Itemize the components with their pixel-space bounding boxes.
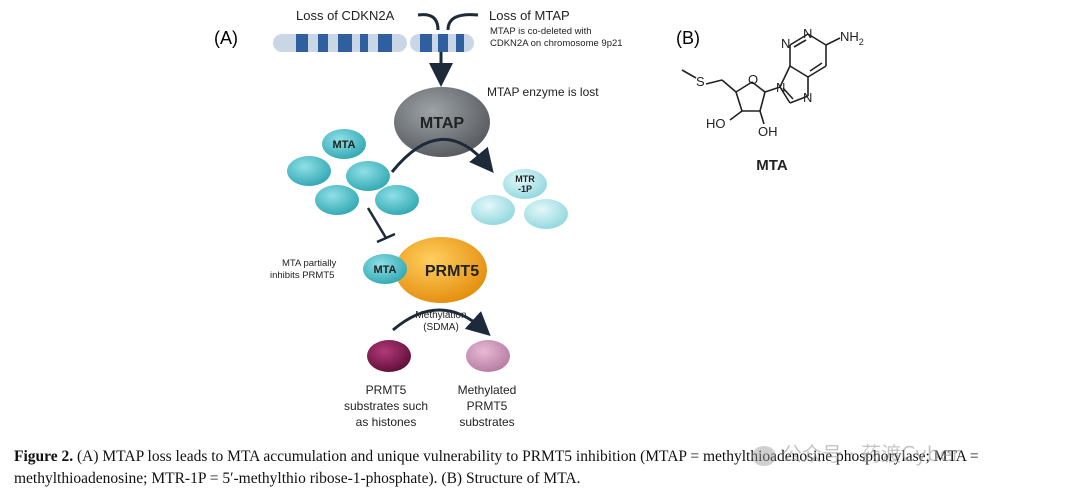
atom-nh2: NH2 <box>840 29 864 47</box>
enzyme-lost-label: MTAP enzyme is lost <box>487 85 599 99</box>
atom-o: O <box>748 72 758 87</box>
partial-inhibit-line2: inhibits PRMT5 <box>270 270 334 281</box>
methylated-line1: Methylated <box>458 383 517 397</box>
substrate-unmethylated <box>367 340 411 372</box>
methylation-line1: Methylation <box>415 310 466 321</box>
mta-bubble-label: MTA <box>332 139 355 151</box>
mta-on-prmt5-label: MTA <box>373 264 396 276</box>
methylation-line2: (SDMA) <box>423 322 459 333</box>
prmt5-node-label: PRMT5 <box>425 263 479 280</box>
mtr1p-bubble <box>471 195 515 225</box>
watermark: 公众号 · 药渡Cyber <box>752 438 960 467</box>
loss-mtap-label: Loss of MTAP <box>489 8 570 23</box>
atom-s: S <box>696 74 705 89</box>
caption-lead: Figure 2. <box>14 448 74 465</box>
arrow-cdkn2a <box>417 13 440 31</box>
mta-structure <box>681 33 841 125</box>
codeleted-line1: MTAP is co-deleted with <box>490 26 592 37</box>
chromosome <box>273 34 474 52</box>
atom-n: N <box>803 90 812 105</box>
figure-graphic: (A) Loss of CDKN2A Loss of MTAP MTAP is … <box>214 8 864 429</box>
mta-bubble <box>375 185 419 215</box>
codeleted-line2: CDKN2A on chromosome 9p21 <box>490 38 623 49</box>
panel-b-label: (B) <box>676 28 700 48</box>
prmt5-node <box>395 237 487 303</box>
arrow-mtap <box>446 13 479 31</box>
substrates-line2: substrates such <box>344 399 428 413</box>
methylated-line3: substrates <box>459 415 514 429</box>
mta-bubble <box>287 156 331 186</box>
panel-a-label: (A) <box>214 28 238 48</box>
mtap-node <box>394 87 490 157</box>
atom-ho: HO <box>706 116 726 131</box>
mtr1p-bubble <box>524 199 568 229</box>
wechat-icon <box>752 445 776 466</box>
atom-n: N <box>803 26 812 41</box>
inhibition-bar <box>376 232 396 244</box>
substrates-line3: as histones <box>356 415 417 429</box>
atom-n: N <box>781 36 790 51</box>
methylated-line2: PRMT5 <box>467 399 508 413</box>
mta-bubble <box>346 161 390 191</box>
atom-oh: OH <box>758 124 778 139</box>
mta-bubble-labeled <box>322 129 366 159</box>
mta-on-prmt5 <box>363 254 407 284</box>
mta-bubble <box>315 185 359 215</box>
mtr1p-bubble-labeled <box>503 169 547 199</box>
partial-inhibit-line1: MTA partially <box>282 258 336 269</box>
figure-caption: Figure 2. (A) MTAP loss leads to MTA acc… <box>14 446 1074 490</box>
arrow-methylation <box>392 308 491 337</box>
mtr1p-label-line1: MTR <box>515 174 535 184</box>
substrates-line1: PRMT5 <box>366 383 407 397</box>
mtr1p-label-line2: -1P <box>518 184 532 194</box>
compound-name: MTA <box>756 157 788 174</box>
mtap-node-label: MTAP <box>420 115 464 132</box>
watermark-text: 公众号 · 药渡Cyber <box>782 442 961 466</box>
loss-cdkn2a-label: Loss of CDKN2A <box>296 8 395 23</box>
arrow-mta-to-mtr1p <box>390 138 494 173</box>
caption-text: (A) MTAP loss leads to MTA accumulation … <box>14 448 979 487</box>
substrate-methylated <box>466 340 510 372</box>
atom-n: N <box>776 80 785 95</box>
inhibition-line <box>366 207 388 239</box>
